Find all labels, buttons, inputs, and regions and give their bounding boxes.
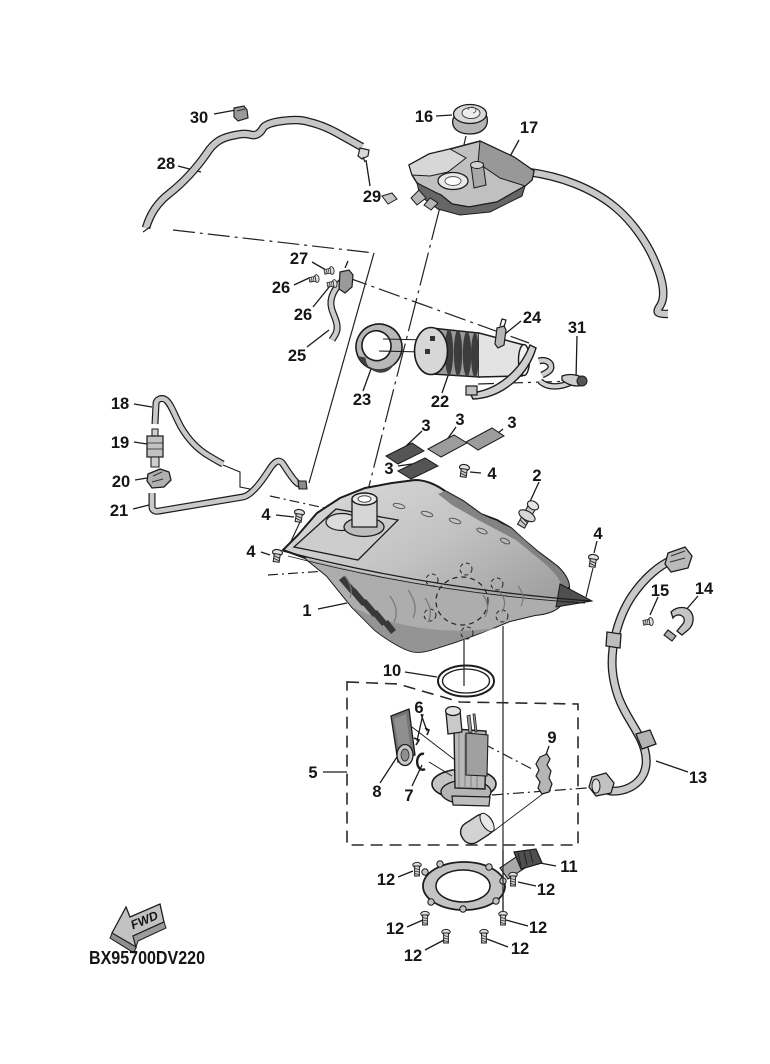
svg-text:21: 21 [110,502,128,520]
svg-text:8: 8 [372,783,381,801]
svg-text:24: 24 [523,309,542,327]
svg-text:4: 4 [261,506,271,524]
svg-text:28: 28 [157,155,175,173]
svg-text:2: 2 [532,467,541,485]
svg-text:20: 20 [112,473,130,491]
svg-text:12: 12 [511,940,529,958]
svg-text:16: 16 [415,108,433,126]
svg-text:10: 10 [383,662,401,680]
svg-text:3: 3 [507,414,516,432]
svg-text:12: 12 [377,871,395,889]
svg-text:1: 1 [302,602,311,620]
svg-text:4: 4 [593,525,603,543]
svg-text:BX95700DV220: BX95700DV220 [89,948,205,968]
svg-text:30: 30 [190,109,208,127]
svg-text:12: 12 [386,920,404,938]
svg-text:4: 4 [246,543,256,561]
svg-text:23: 23 [353,391,371,409]
svg-text:27: 27 [290,250,308,268]
svg-text:15: 15 [651,582,669,600]
svg-text:12: 12 [529,919,547,937]
svg-text:26: 26 [272,279,290,297]
svg-text:22: 22 [431,393,449,411]
svg-text:14: 14 [695,580,714,598]
svg-text:19: 19 [111,434,129,452]
svg-text:12: 12 [404,947,422,965]
svg-text:18: 18 [111,395,129,413]
svg-text:13: 13 [689,769,707,787]
svg-text:3: 3 [455,411,464,429]
svg-text:12: 12 [537,881,555,899]
svg-text:3: 3 [384,460,393,478]
svg-text:29: 29 [363,188,381,206]
svg-text:11: 11 [560,858,577,876]
svg-text:9: 9 [547,729,556,747]
svg-text:17: 17 [520,119,538,137]
svg-text:3: 3 [421,417,430,435]
svg-text:6: 6 [414,699,423,717]
svg-text:31: 31 [568,319,586,337]
svg-text:26: 26 [294,306,312,324]
svg-text:4: 4 [487,465,497,483]
svg-text:7: 7 [404,787,413,805]
svg-text:25: 25 [288,347,306,365]
svg-text:5: 5 [308,764,317,782]
